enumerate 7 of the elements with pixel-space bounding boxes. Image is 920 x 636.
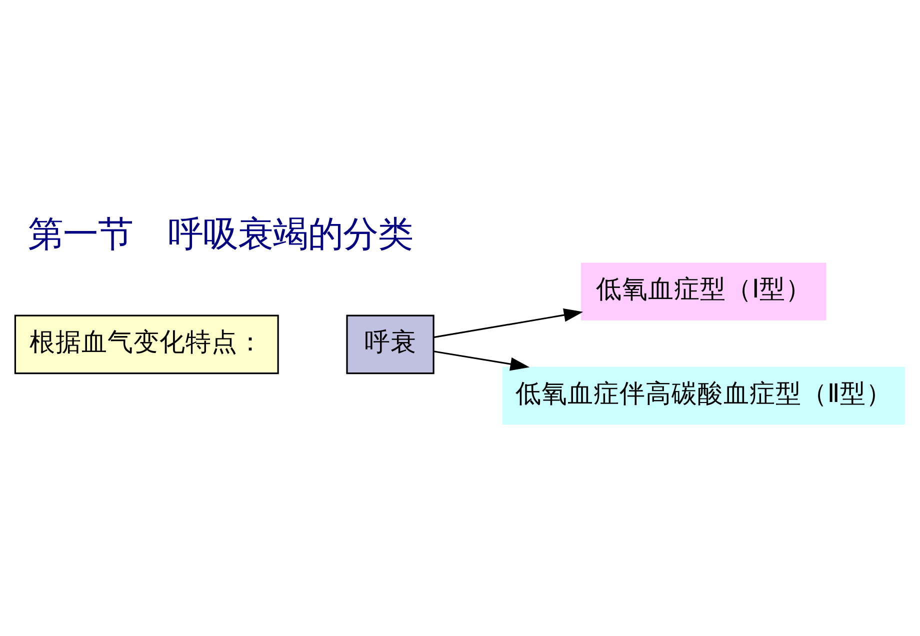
node-box: 低氧血症伴高碳酸血症型（Ⅱ型） <box>502 366 905 425</box>
arrow <box>434 350 530 371</box>
node-box: 根据血气变化特点： <box>14 314 279 374</box>
node-box: 呼衰 <box>346 314 434 374</box>
arrow <box>434 308 584 338</box>
diagram-title: 第一节 呼吸衰竭的分类 <box>28 214 413 256</box>
node-box: 低氧血症型（Ⅰ型） <box>581 262 826 320</box>
